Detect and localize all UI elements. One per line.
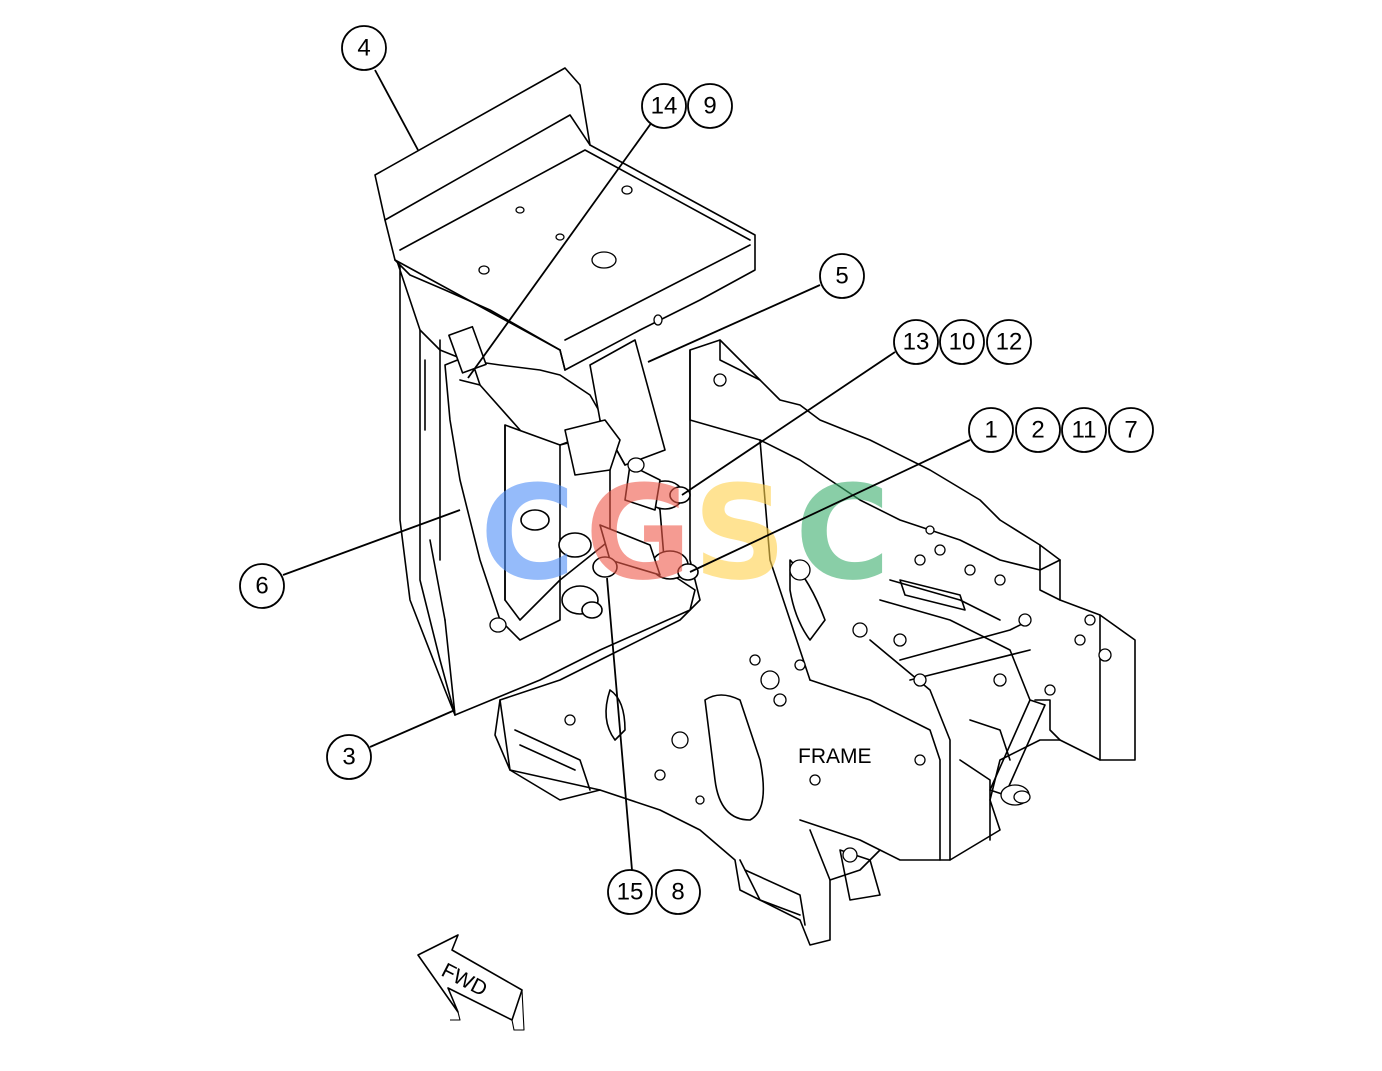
svg-text:12: 12: [996, 329, 1023, 356]
leader-13-10-12: [681, 351, 896, 496]
svg-text:5: 5: [835, 263, 848, 290]
callout-15: 15: [607, 869, 653, 915]
callout-5: 5: [819, 253, 865, 299]
watermark-letter-4: C: [795, 457, 890, 609]
leader-6: [282, 509, 461, 576]
forward-arrow: FWD: [417, 934, 525, 1031]
leader-1-2-11-7: [689, 439, 971, 573]
callout-3: 3: [326, 734, 372, 780]
callout-10: 10: [939, 319, 985, 365]
callout-7: 7: [1108, 407, 1154, 453]
leader-4: [374, 69, 419, 151]
svg-text:6: 6: [255, 573, 268, 600]
svg-text:14: 14: [651, 93, 678, 120]
callout-2: 2: [1015, 407, 1061, 453]
svg-text:9: 9: [703, 93, 716, 120]
callout-6: 6: [239, 563, 285, 609]
leader-lines: [282, 69, 971, 871]
callouts: 4 14 9 5 13 10 12 1: [239, 25, 1154, 915]
callout-9: 9: [687, 83, 733, 129]
callout-13: 13: [893, 319, 939, 365]
callout-4: 4: [341, 25, 387, 71]
leader-15-8: [606, 577, 633, 871]
svg-text:8: 8: [671, 879, 684, 906]
svg-text:10: 10: [949, 329, 976, 356]
frame-label: FRAME: [798, 745, 872, 768]
svg-text:13: 13: [903, 329, 930, 356]
svg-text:2: 2: [1031, 417, 1044, 444]
callout-8: 8: [655, 869, 701, 915]
leader-14-9: [467, 121, 653, 379]
callout-14: 14: [641, 83, 687, 129]
watermark-letter-2: G: [585, 457, 692, 609]
svg-text:3: 3: [342, 744, 355, 771]
svg-text:1: 1: [984, 417, 997, 444]
callout-12: 12: [986, 319, 1032, 365]
mount-plate-4: [374, 67, 756, 371]
svg-text:7: 7: [1124, 417, 1137, 444]
svg-text:4: 4: [357, 35, 370, 62]
watermark-letter-1: C: [480, 457, 575, 609]
svg-text:11: 11: [1072, 417, 1097, 444]
callout-1: 1: [968, 407, 1014, 453]
leader-5: [647, 284, 821, 363]
frame-assembly: [494, 339, 1136, 946]
watermark-logo: C G S C: [480, 457, 890, 609]
leader-3: [369, 709, 456, 748]
callout-11: 11: [1061, 407, 1107, 453]
svg-text:15: 15: [617, 879, 644, 906]
valve-block: [489, 419, 699, 633]
